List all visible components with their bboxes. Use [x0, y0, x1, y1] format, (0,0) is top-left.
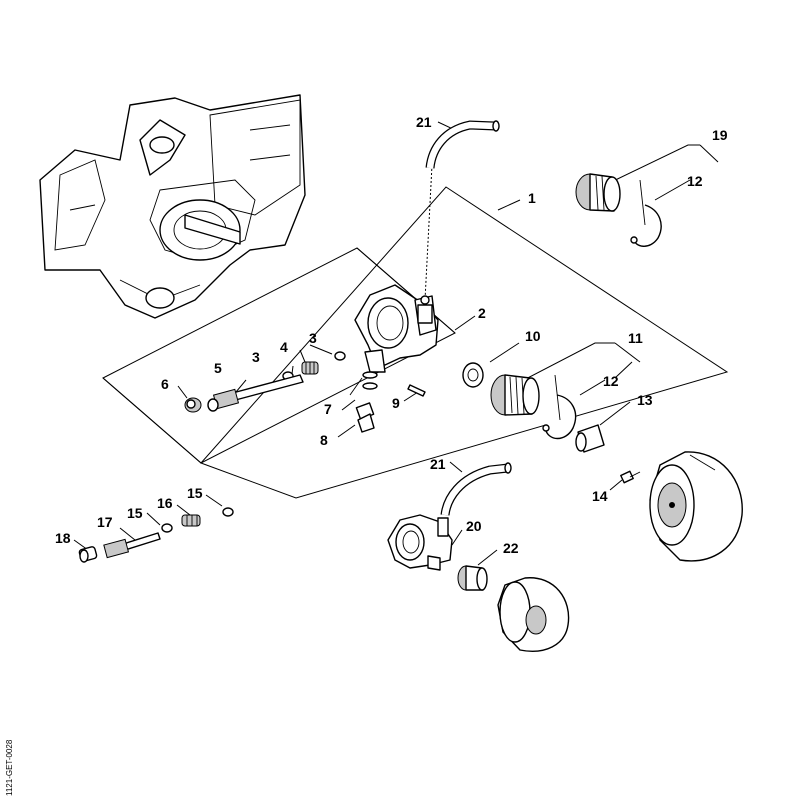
screw-14: [620, 470, 641, 484]
label-12a: 12: [687, 173, 703, 189]
spring-clip-12b: [542, 374, 577, 440]
worm-gear-19: [575, 173, 621, 212]
worm-gear-11: [490, 374, 540, 416]
label-2: 2: [478, 305, 486, 321]
label-7: 7: [324, 401, 332, 417]
document-code-text: 1121-GET-0028: [5, 739, 14, 796]
label-14: 14: [592, 488, 608, 504]
label-20: 20: [466, 518, 482, 534]
label-5: 5: [214, 360, 222, 376]
o-rings-7: [349, 371, 378, 396]
label-8: 8: [320, 432, 328, 448]
washer-15b: [222, 507, 234, 517]
sleeve-13: [575, 424, 605, 453]
clutch-drum: [649, 451, 743, 562]
assembly-frames: [102, 186, 729, 499]
washer-10: [462, 362, 484, 388]
spring-clip-12a: [630, 179, 662, 247]
label-3c: 3: [309, 330, 317, 346]
label-1: 1: [528, 190, 536, 206]
engine-housing: [39, 94, 306, 319]
pump-shaft-17: [103, 532, 161, 559]
screw-8: [355, 402, 375, 433]
label-19: 19: [712, 127, 728, 143]
plug-6: [184, 397, 202, 413]
label-12b: 12: [603, 373, 619, 389]
label-18: 18: [55, 530, 71, 546]
label-13: 13: [637, 392, 653, 408]
label-16: 16: [157, 495, 173, 511]
label-15b: 15: [187, 485, 203, 501]
oil-hose-bottom: [440, 462, 512, 516]
clutch-drum-small: [497, 577, 570, 652]
label-10: 10: [525, 328, 541, 344]
leader-lines: [73, 121, 719, 566]
spring-4: [301, 361, 319, 375]
label-4: 4: [280, 339, 288, 355]
oil-hose-top: [425, 120, 500, 169]
label-11: 11: [628, 330, 643, 346]
washer-3c: [334, 351, 346, 361]
oil-pump-body: [354, 284, 439, 373]
spring-16: [181, 514, 201, 527]
label-22: 22: [503, 540, 519, 556]
label-17: 17: [97, 514, 113, 530]
label-3b: 3: [252, 349, 260, 365]
label-6: 6: [161, 376, 169, 392]
pin-9: [407, 384, 426, 397]
label-21b: 21: [430, 456, 446, 472]
callout-labels: 1 2 3 4 3 5 6 7 8 9 10 11 12 13 19 12 21…: [55, 114, 728, 556]
washer-15a: [161, 523, 173, 533]
label-15a: 15: [127, 505, 143, 521]
oil-pump-20: [387, 514, 453, 571]
label-21a: 21: [416, 114, 432, 130]
label-9: 9: [392, 395, 400, 411]
document-code: 1121-GET-0028: [5, 739, 14, 796]
worm-22: [457, 565, 488, 591]
pump-shaft-5: [207, 374, 304, 412]
plug-18: [78, 546, 98, 563]
